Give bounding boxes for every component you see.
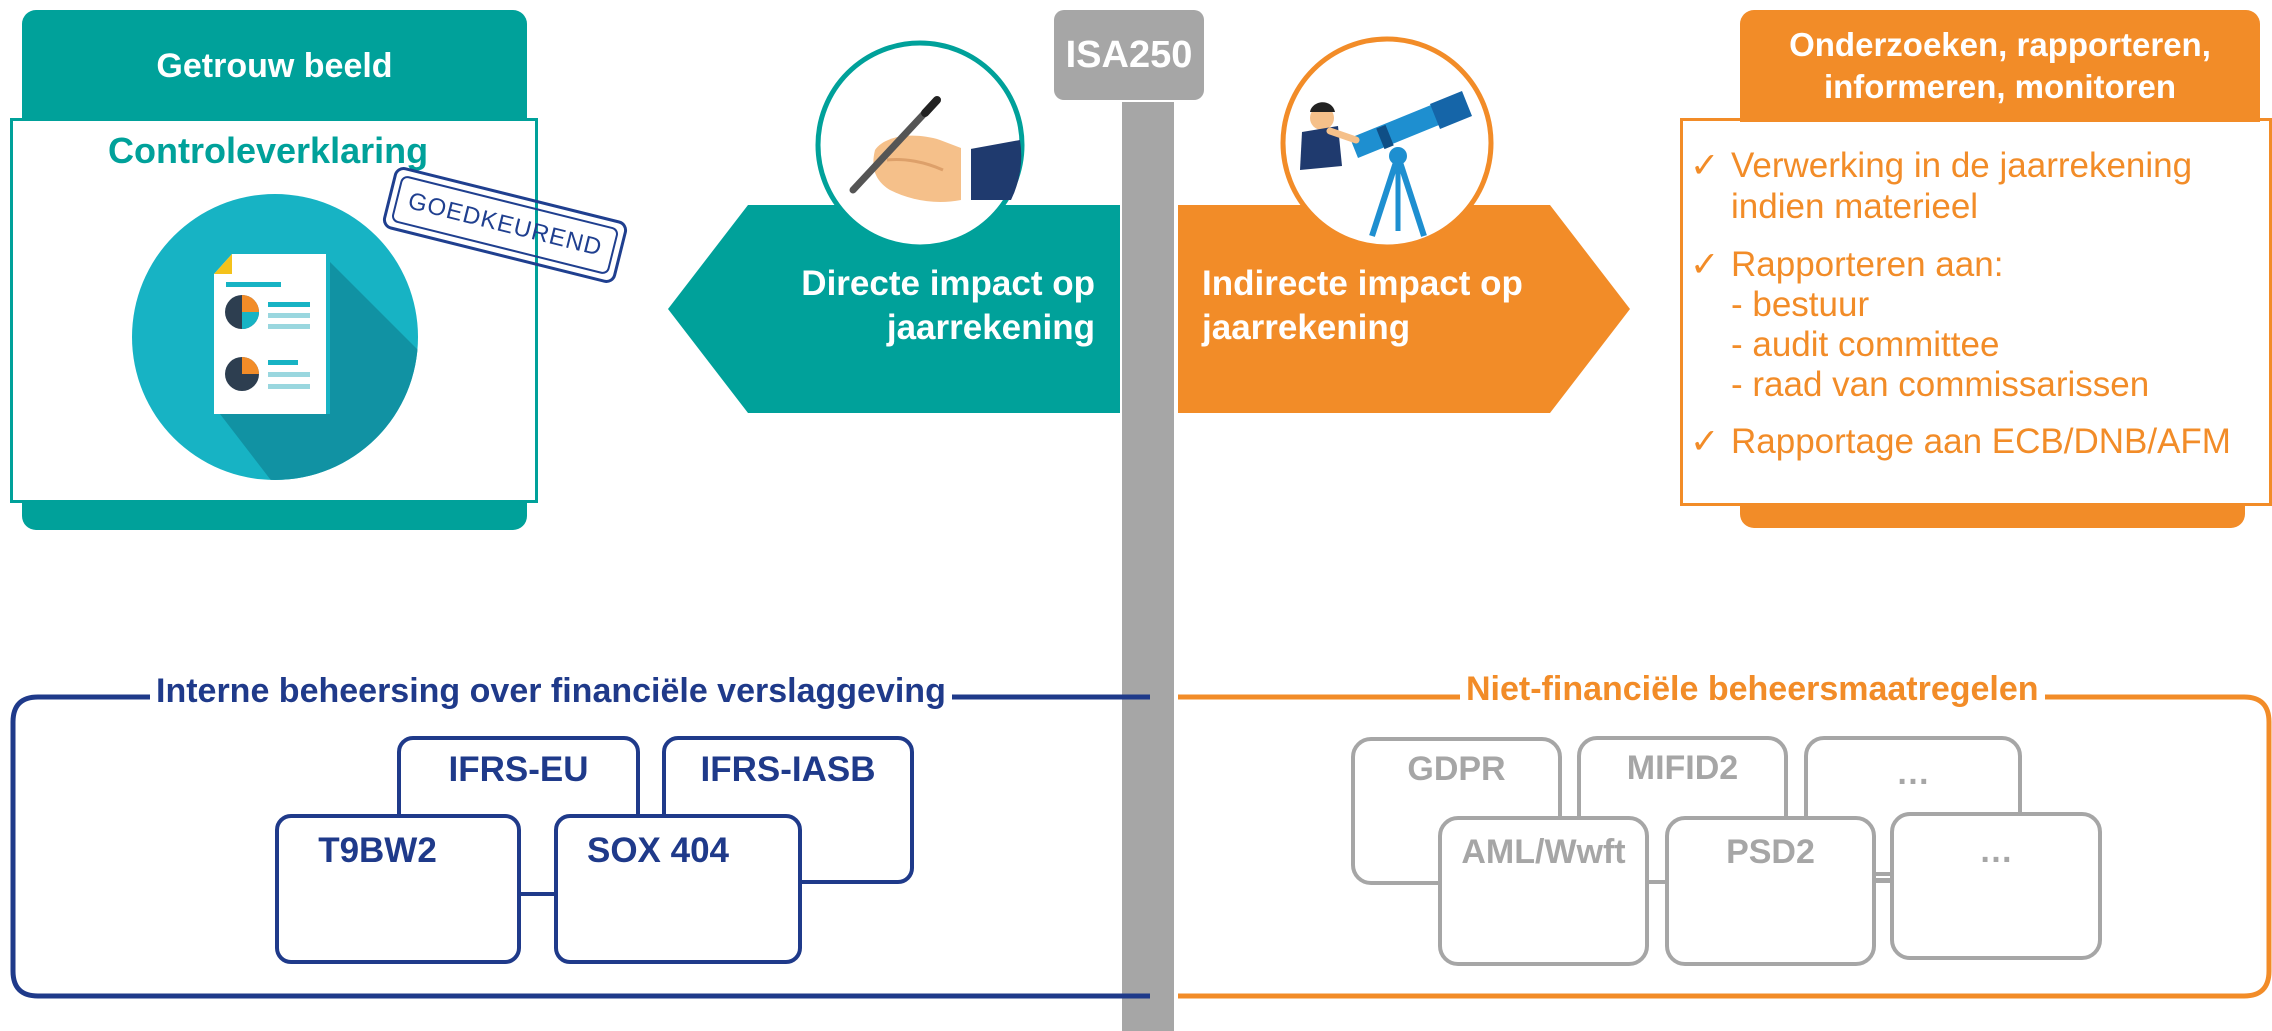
item-rapporteren-line1: Rapporteren aan:	[1731, 245, 2004, 284]
sox404-box	[554, 814, 802, 964]
onderzoeken-header-line1: Onderzoeken, rapporteren,	[1789, 26, 2211, 63]
connector	[1868, 878, 1890, 883]
indirecte-impact-line2: jaarrekening	[1202, 308, 1411, 347]
directe-impact-line1: Directe impact op	[801, 264, 1095, 303]
psd2-label: PSD2	[1726, 833, 1815, 871]
item-rapporteren-line4: - raad van commissarissen	[1731, 365, 2150, 404]
aml-wwft-label: AML/Wwft	[1461, 833, 1626, 871]
check-icon: ✓	[1690, 422, 1720, 461]
ellipsis-label-bottom: …	[1979, 832, 2013, 870]
getrouw-beeld-header: Getrouw beeld	[22, 10, 527, 122]
indirecte-impact-line1: Indirecte impact op	[1202, 264, 1523, 303]
hand-pen-icon	[815, 40, 1025, 250]
niet-financiele-frame	[1178, 694, 2272, 999]
directe-impact-arrow	[668, 205, 1120, 413]
document-report-icon	[132, 194, 418, 480]
onderzoeken-header-line2: informeren, monitoren	[1823, 68, 2177, 105]
telescope-icon	[1280, 36, 1494, 250]
interne-beheersing-frame	[10, 694, 1150, 999]
ellipsis-box-bottom	[1890, 812, 2102, 960]
directe-impact-label: Directe impact op jaarrekening	[760, 262, 1095, 350]
psd2-box	[1665, 816, 1876, 966]
ifrs-eu-label: IFRS-EU	[448, 750, 589, 789]
directe-impact-line2: jaarrekening	[886, 308, 1095, 347]
sox404-label: SOX 404	[586, 831, 730, 870]
item-verwerking-line1: Verwerking in de jaarrekening	[1731, 146, 2193, 185]
controleverklaring-title: Controleverklaring	[108, 130, 429, 171]
item-verwerking-line2: indien materieel	[1731, 187, 1979, 226]
t9bw2-label: T9BW2	[318, 831, 437, 870]
indirecte-impact-arrow	[1178, 205, 1630, 413]
item-rapporteren-line2: - bestuur	[1731, 285, 1870, 324]
check-icon: ✓	[1690, 146, 1720, 185]
onderzoeken-header: Onderzoeken, rapporteren, informeren, mo…	[1740, 10, 2260, 122]
interne-beheersing-title: Interne beheersing over financiële versl…	[150, 672, 952, 711]
t9bw2-box	[275, 814, 521, 964]
ifrs-iasb-label: IFRS-IASB	[700, 750, 876, 789]
ellipsis-label-top: …	[1896, 754, 1930, 792]
isa250-label: ISA250	[1054, 10, 1204, 100]
aml-wwft-box	[1438, 816, 1649, 966]
mifid2-label: MIFID2	[1626, 749, 1739, 787]
gdpr-label: GDPR	[1407, 750, 1506, 788]
isa250-pole	[1122, 102, 1174, 1031]
onderzoeken-box	[1680, 118, 2272, 506]
indirecte-impact-label: Indirecte impact op jaarrekening	[1202, 262, 1562, 350]
item-rapportage-line1: Rapportage aan ECB/DNB/AFM	[1731, 422, 2231, 461]
check-icon: ✓	[1690, 245, 1720, 284]
niet-financiele-title: Niet-financiële beheersmaatregelen	[1460, 670, 2045, 709]
item-rapporteren-line3: - audit committee	[1731, 325, 2000, 364]
